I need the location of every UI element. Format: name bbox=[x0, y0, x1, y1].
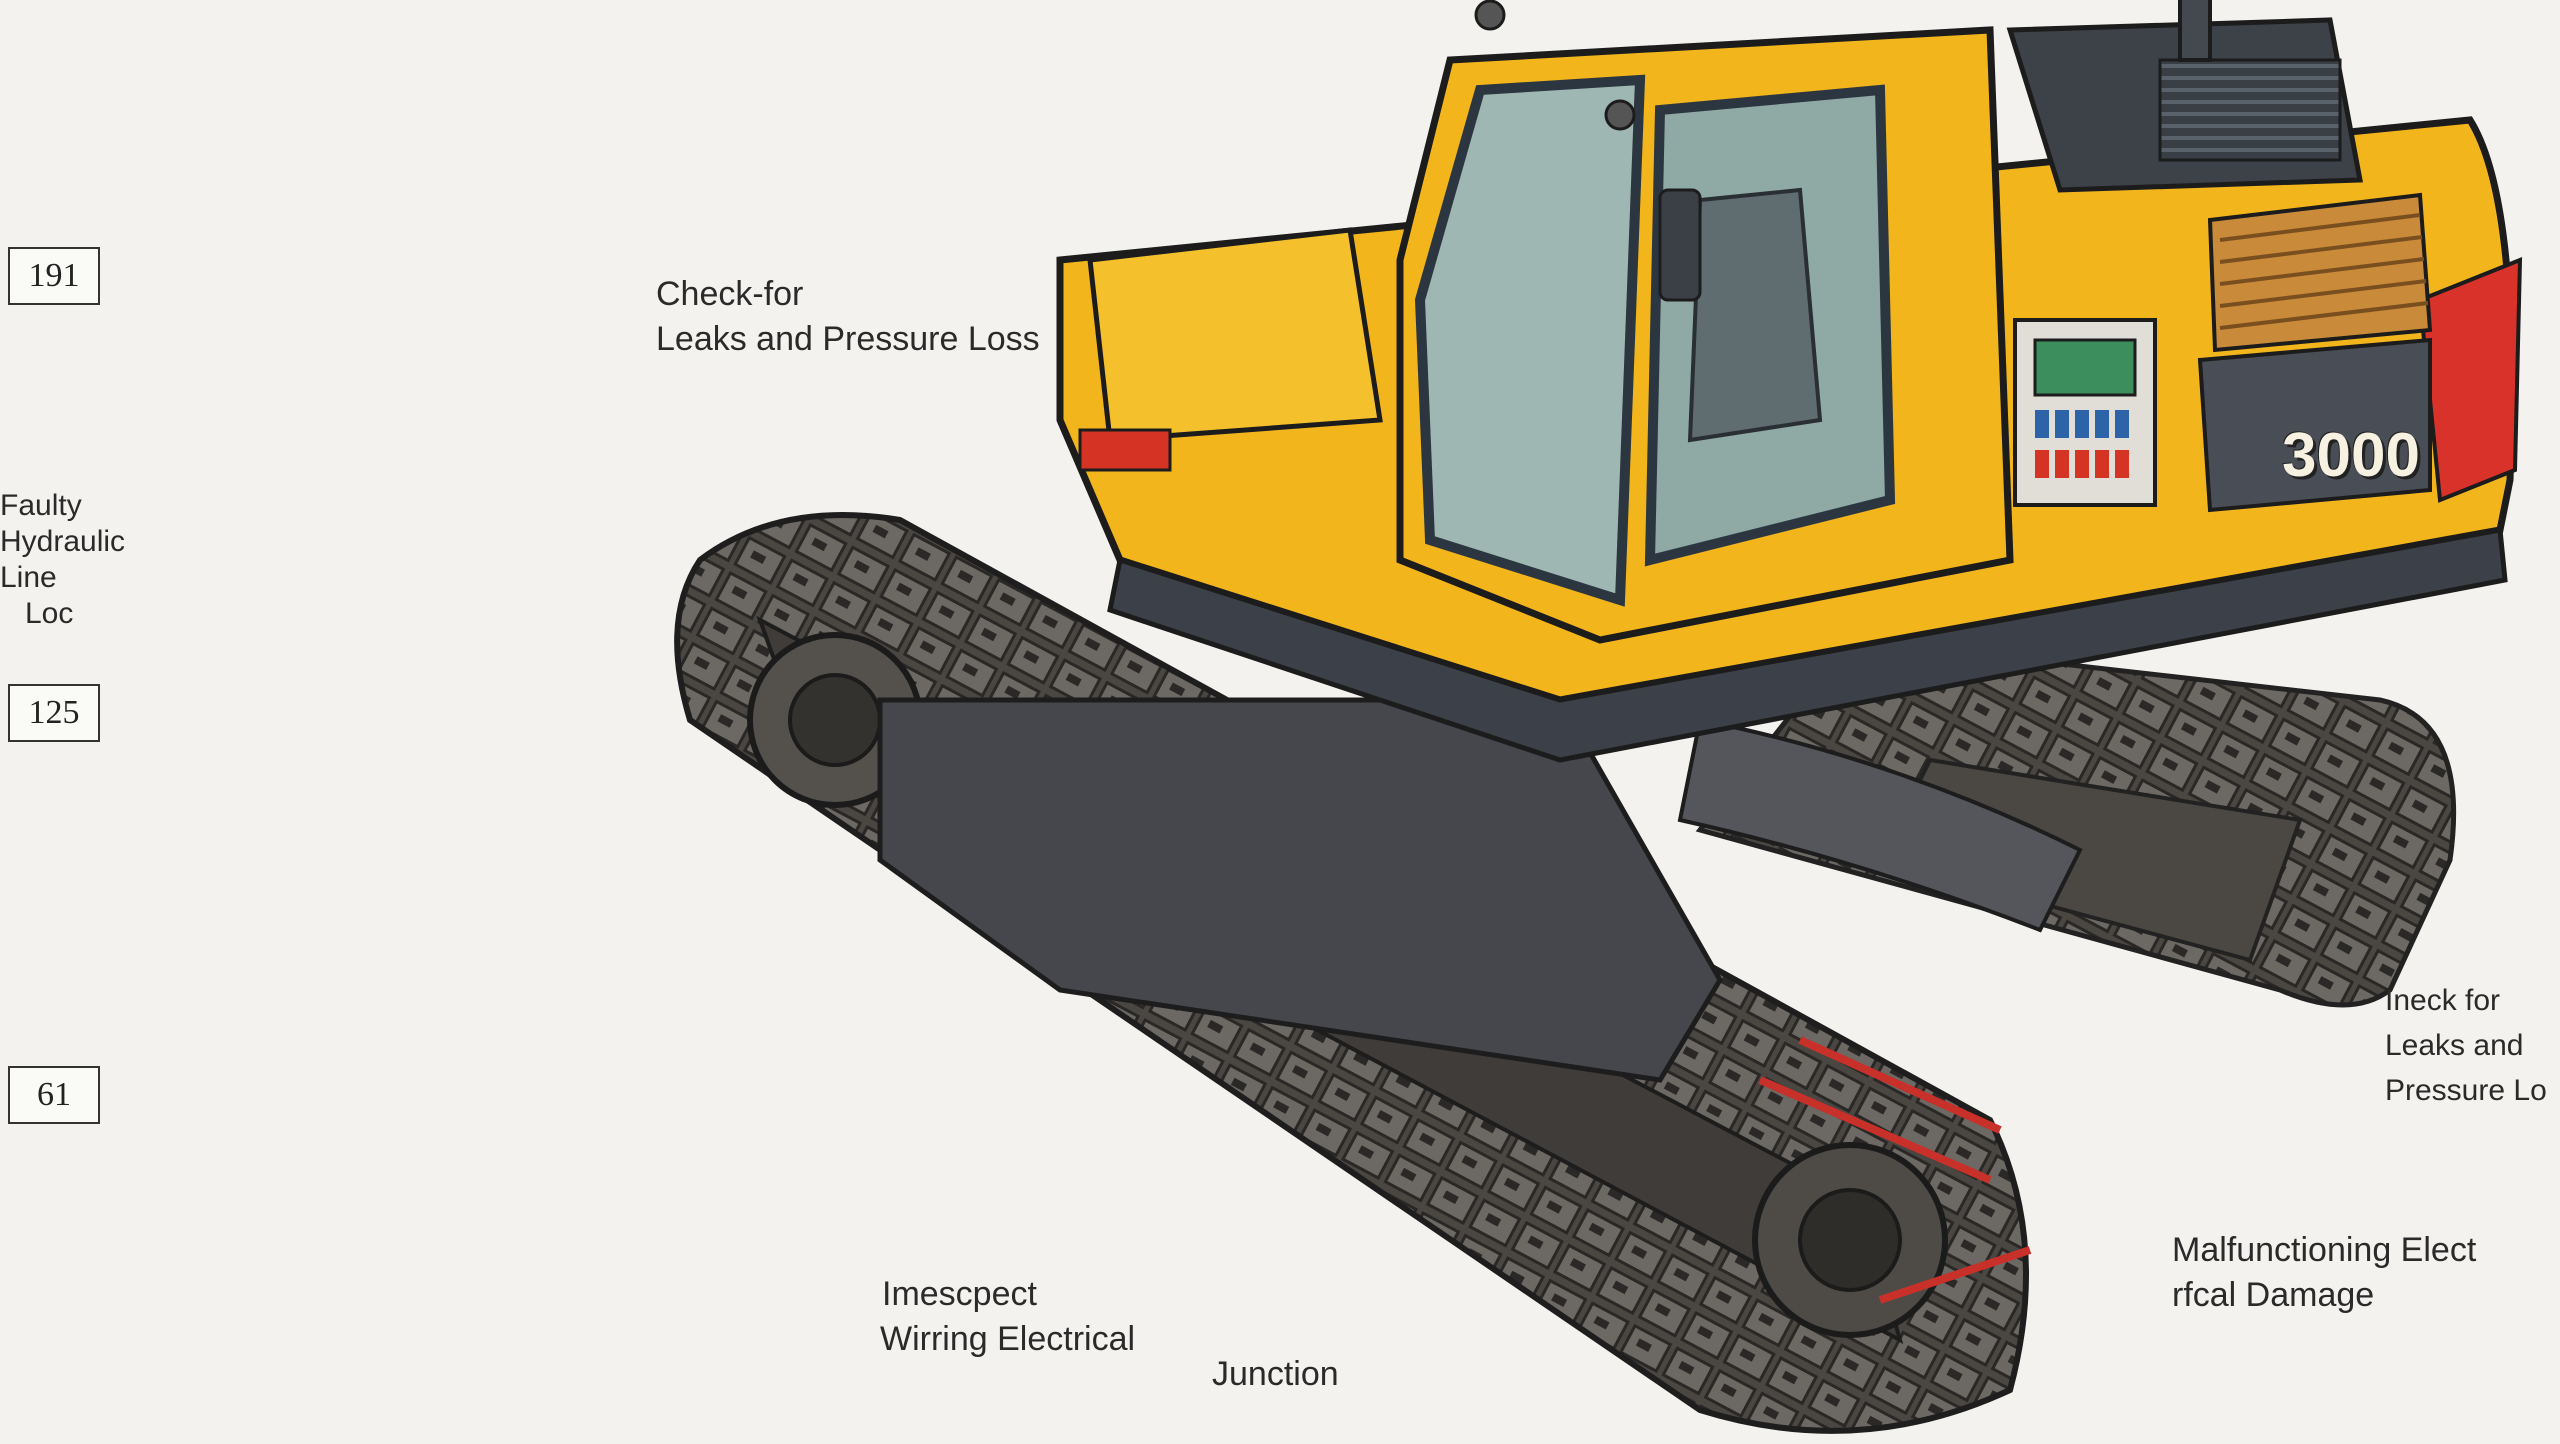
label-malfunctioning-electrical: Malfunctioning Elect rfcal Damage bbox=[2172, 1228, 2476, 1318]
callout-box-61: 61 bbox=[8, 1066, 100, 1124]
label-line-1: Faulty bbox=[0, 489, 82, 522]
side-compartment bbox=[1087, 227, 1383, 443]
label-faulty-hydraulic-line: Faulty Hydraulic Line Loc bbox=[0, 488, 125, 632]
label-check-leaks-top: Check-for Leaks and Pressure Loss bbox=[656, 272, 1040, 362]
callout-box-191: 191 bbox=[8, 247, 100, 305]
callout-box-125: 125 bbox=[8, 684, 100, 742]
label-line-1: Check-for bbox=[656, 275, 804, 313]
label-line-2: Hydraulic bbox=[0, 525, 126, 558]
label-line-1: Malfunctioning Elect bbox=[2172, 1231, 2477, 1269]
label-line-2: rfcal Damage bbox=[2172, 1276, 2375, 1314]
label-check-leaks-right: Ineck for Leaks and Pressure Lo bbox=[2385, 978, 2547, 1113]
label-line-2: Leaks and Pressure Loss bbox=[656, 320, 1040, 358]
label-line-3: Pressure Lo bbox=[2385, 1074, 2547, 1107]
label-line-1: Imescpect bbox=[882, 1275, 1037, 1313]
label-line-3: Line bbox=[0, 561, 57, 594]
operator-cab bbox=[1396, 0, 2014, 644]
operator-seat bbox=[1687, 187, 1823, 443]
exhaust-stack bbox=[2178, 0, 2212, 62]
label-line-1: Ineck for bbox=[2385, 984, 2501, 1017]
label-junction: Junction bbox=[1212, 1355, 1339, 1393]
control-panel bbox=[2013, 318, 2157, 507]
undercarriage-frame bbox=[877, 697, 1723, 1083]
label-inspect-wiring: Imescpect Wirring Electrical bbox=[880, 1272, 1135, 1362]
label-line-4: Loc bbox=[25, 597, 74, 630]
cab-front-window bbox=[1414, 74, 1646, 607]
model-number: 3000 bbox=[2282, 421, 2420, 490]
label-line-2: Wirring Electrical bbox=[880, 1320, 1136, 1358]
label-line-2: Leaks and bbox=[2385, 1029, 2524, 1062]
side-mirror bbox=[1658, 188, 1702, 302]
